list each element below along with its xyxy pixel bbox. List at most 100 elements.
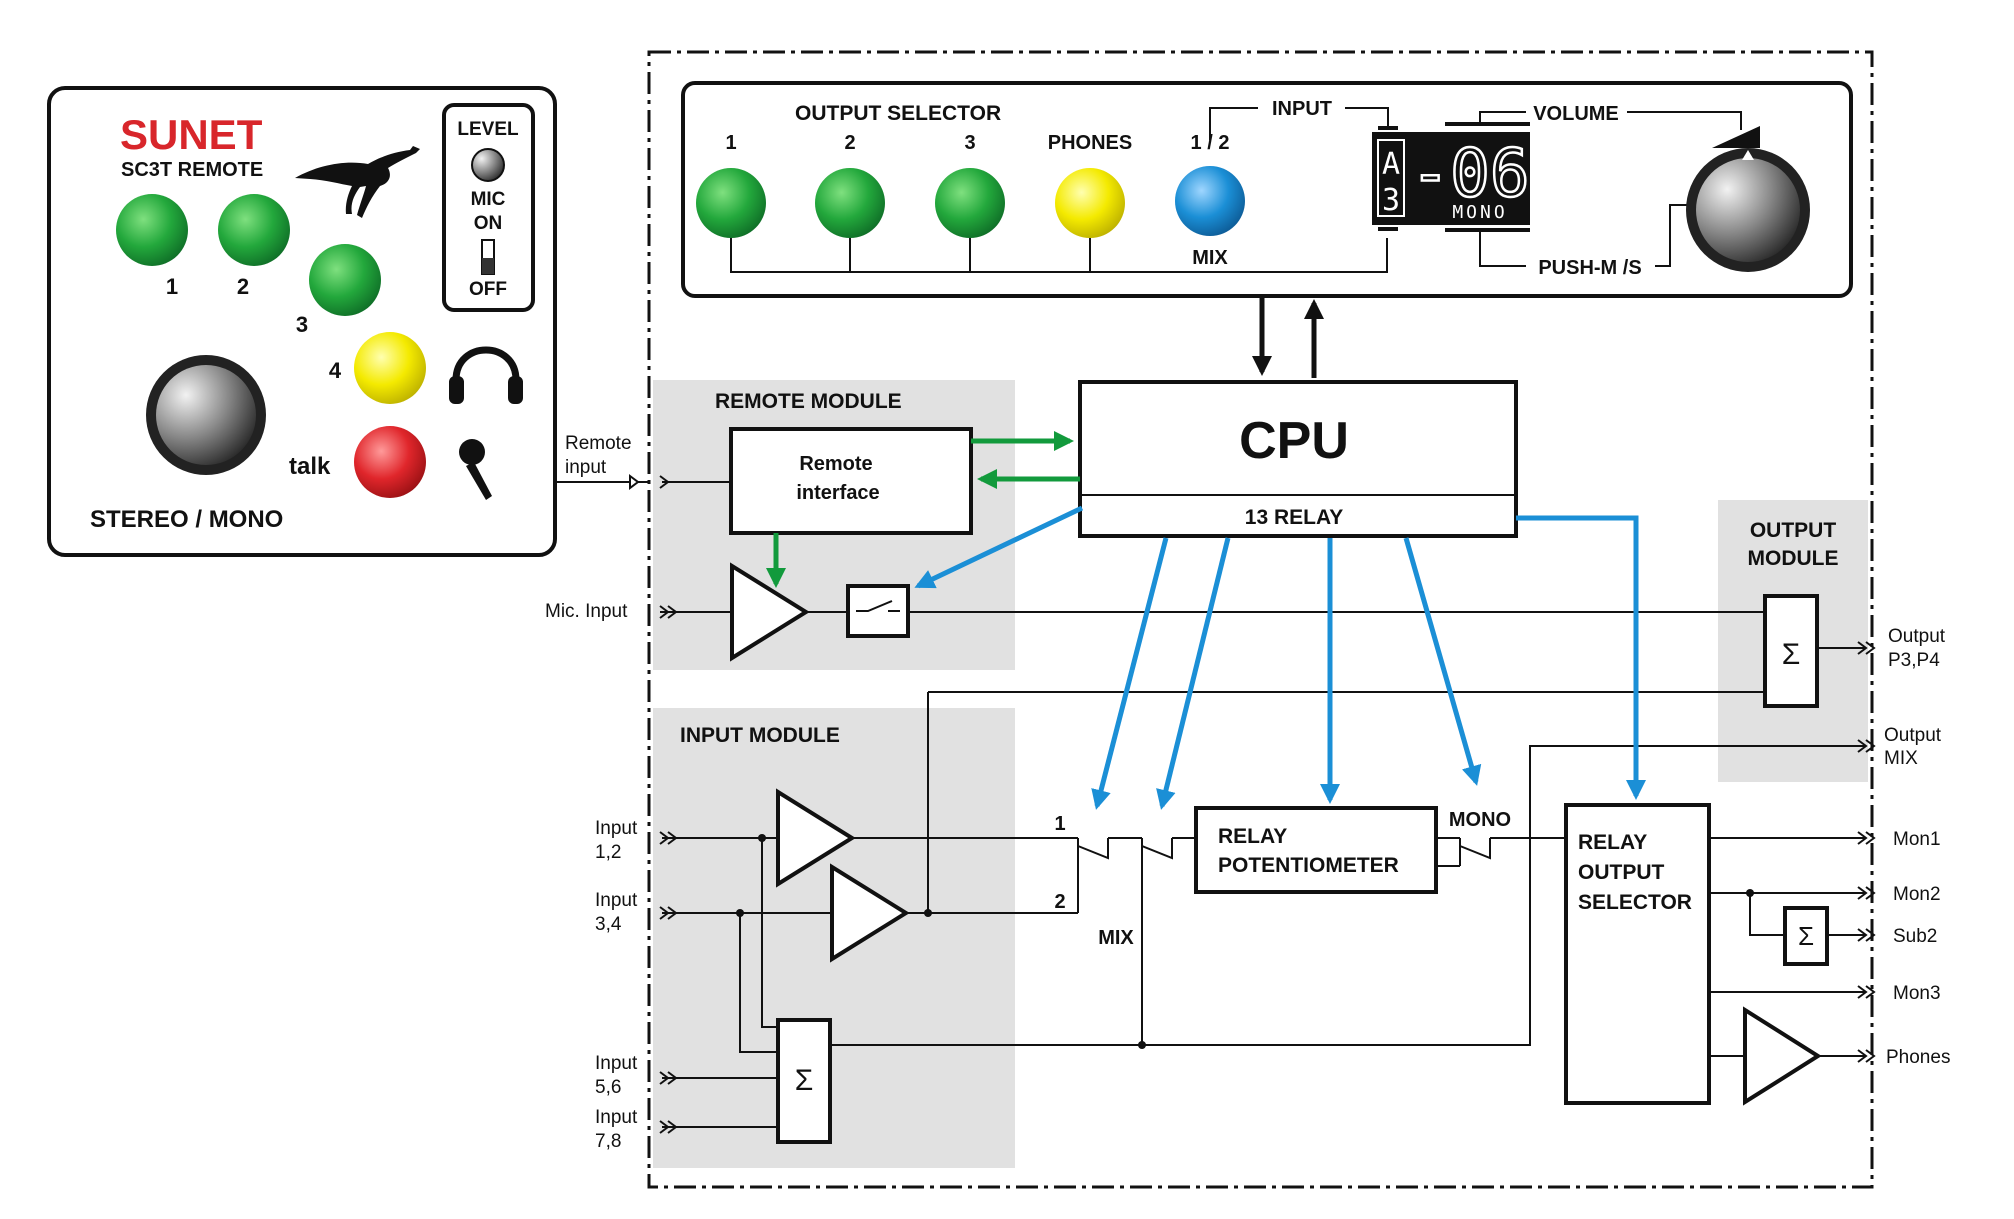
phones-output-label: Phones [1886,1047,1950,1068]
output-button-2[interactable] [815,168,885,238]
talk-label: talk [289,453,331,480]
relay-output-selector-block [1564,803,1711,1105]
mono-relay-label: MONO [1449,809,1511,831]
relay-pot-label-1: RELAY [1218,825,1287,848]
relay-pot-label-2: POTENTIOMETER [1218,854,1399,877]
stereo-mono-label: STEREO / MONO [90,506,283,533]
input34-label-1: Input [595,890,638,911]
display-mode: MONO [1452,202,1507,223]
mix-relay [1141,838,1173,860]
input-sum-block [776,1018,832,1144]
mic-input-label: Mic. Input [545,601,628,622]
output-p34-label-1: Output [1888,626,1946,647]
remote-module-title: REMOTE MODULE [715,390,902,413]
input56-label-2: 5,6 [595,1077,621,1098]
relay-potentiometer-block [1194,806,1438,894]
remote-interface-block: Remote interface [729,427,973,535]
sub2-label: Sub2 [1893,926,1937,947]
cpu-label: CPU [1239,412,1349,470]
remote-input-label-2: input [565,457,607,478]
input12-label-1: Input [595,818,638,839]
switch-1-label: 1 [1054,813,1065,835]
output-sum-block [1763,594,1819,708]
input-amplifier-1 [776,788,856,888]
input-sum-symbol: Σ [795,1064,814,1097]
mic-label: MIC [471,189,506,210]
output-sum-symbol: Σ [1782,638,1801,671]
switch-2-label: 2 [1054,891,1065,913]
relay-out-label-1: RELAY [1578,831,1647,854]
volume-ramp-icon [1712,126,1760,148]
mon2-label: Mon2 [1893,884,1941,905]
display-value: -06 [1410,135,1529,212]
mix-label: MIX [1192,247,1228,269]
output-mix-label-2: MIX [1884,748,1918,769]
output-module-title-2: MODULE [1748,547,1839,570]
dinosaur-icon [295,146,420,218]
sub-sum-block [1783,906,1829,966]
off-label: OFF [469,279,507,300]
cpu-block: CPU 13 RELAY [1078,380,1518,538]
remote-button-2[interactable] [218,194,290,266]
cpu-to-mono-relay-arrow [1403,537,1482,786]
selector-3-label: 3 [964,132,975,154]
input-mix-button[interactable] [1175,166,1245,236]
mic-amplifier [730,562,810,662]
input-select-label: 1 / 2 [1191,132,1230,154]
remote-button-4[interactable] [354,332,426,404]
phones-amplifier [1743,1006,1822,1106]
brand-logo: SUNET [120,111,263,158]
front-panel: OUTPUT SELECTOR 1 2 3 PHONES 1 / 2 MIX I… [681,81,1853,298]
display-3: 3 [1382,183,1400,218]
selector-2-label: 2 [844,132,855,154]
output-mix-label-1: Output [1884,725,1942,746]
input78-label-1: Input [595,1107,638,1128]
button-1-label: 1 [166,274,178,299]
mix-relay-label: MIX [1098,927,1134,949]
input78-label-2: 7,8 [595,1131,621,1152]
output-selector-title: OUTPUT SELECTOR [795,102,1001,125]
remote-interface-label-2: interface [796,482,879,504]
mon3-label: Mon3 [1893,983,1941,1004]
input-amplifier-2 [830,863,910,963]
relay-count-label: 13 RELAY [1245,506,1343,529]
button-3-label: 3 [296,312,308,337]
level-label: LEVEL [457,119,519,140]
remote-button-3[interactable] [309,244,381,316]
relay-out-label-2: OUTPUT [1578,861,1665,884]
button-4-label: 4 [329,358,342,383]
output-connectors [1857,641,1876,1063]
output-button-1[interactable] [696,168,766,238]
input-select-relay [1077,838,1109,860]
output-button-3[interactable] [935,168,1005,238]
input-module-title: INPUT MODULE [680,724,840,747]
sub-sum-symbol: Σ [1798,921,1814,951]
level-knob[interactable] [471,148,505,182]
selector-1-label: 1 [725,132,736,154]
volume-title: VOLUME [1533,103,1619,125]
input34-label-2: 3,4 [595,914,622,935]
input12-label-2: 1,2 [595,842,621,863]
remote-button-1[interactable] [116,194,188,266]
volume-display: A 3 -06 MONO [1372,132,1531,225]
display-a: A [1382,147,1400,182]
output-p34-label-2: P3,P4 [1888,650,1940,671]
mon1-label: Mon1 [1893,829,1941,850]
mono-relay [1459,838,1491,860]
remote-interface-label-1: Remote [799,453,872,475]
remote-input-connector [629,474,640,490]
remote-unit: SUNET SC3T REMOTE LEVEL MIC ON OFF 1 2 3… [47,86,557,557]
phones-button[interactable] [1055,168,1125,238]
remote-input-label-1: Remote [565,433,632,454]
input-connectors [659,475,678,1134]
remote-model: SC3T REMOTE [121,159,263,181]
talk-button[interactable] [354,426,426,498]
microphone-icon [459,439,492,500]
cpu-to-output-selector-arrow [1516,515,1646,800]
on-label: ON [474,213,503,234]
headphones-icon [449,346,523,404]
phones-label: PHONES [1048,132,1132,154]
cpu-to-input-relay-arrow [1091,537,1169,810]
button-2-label: 2 [237,274,249,299]
